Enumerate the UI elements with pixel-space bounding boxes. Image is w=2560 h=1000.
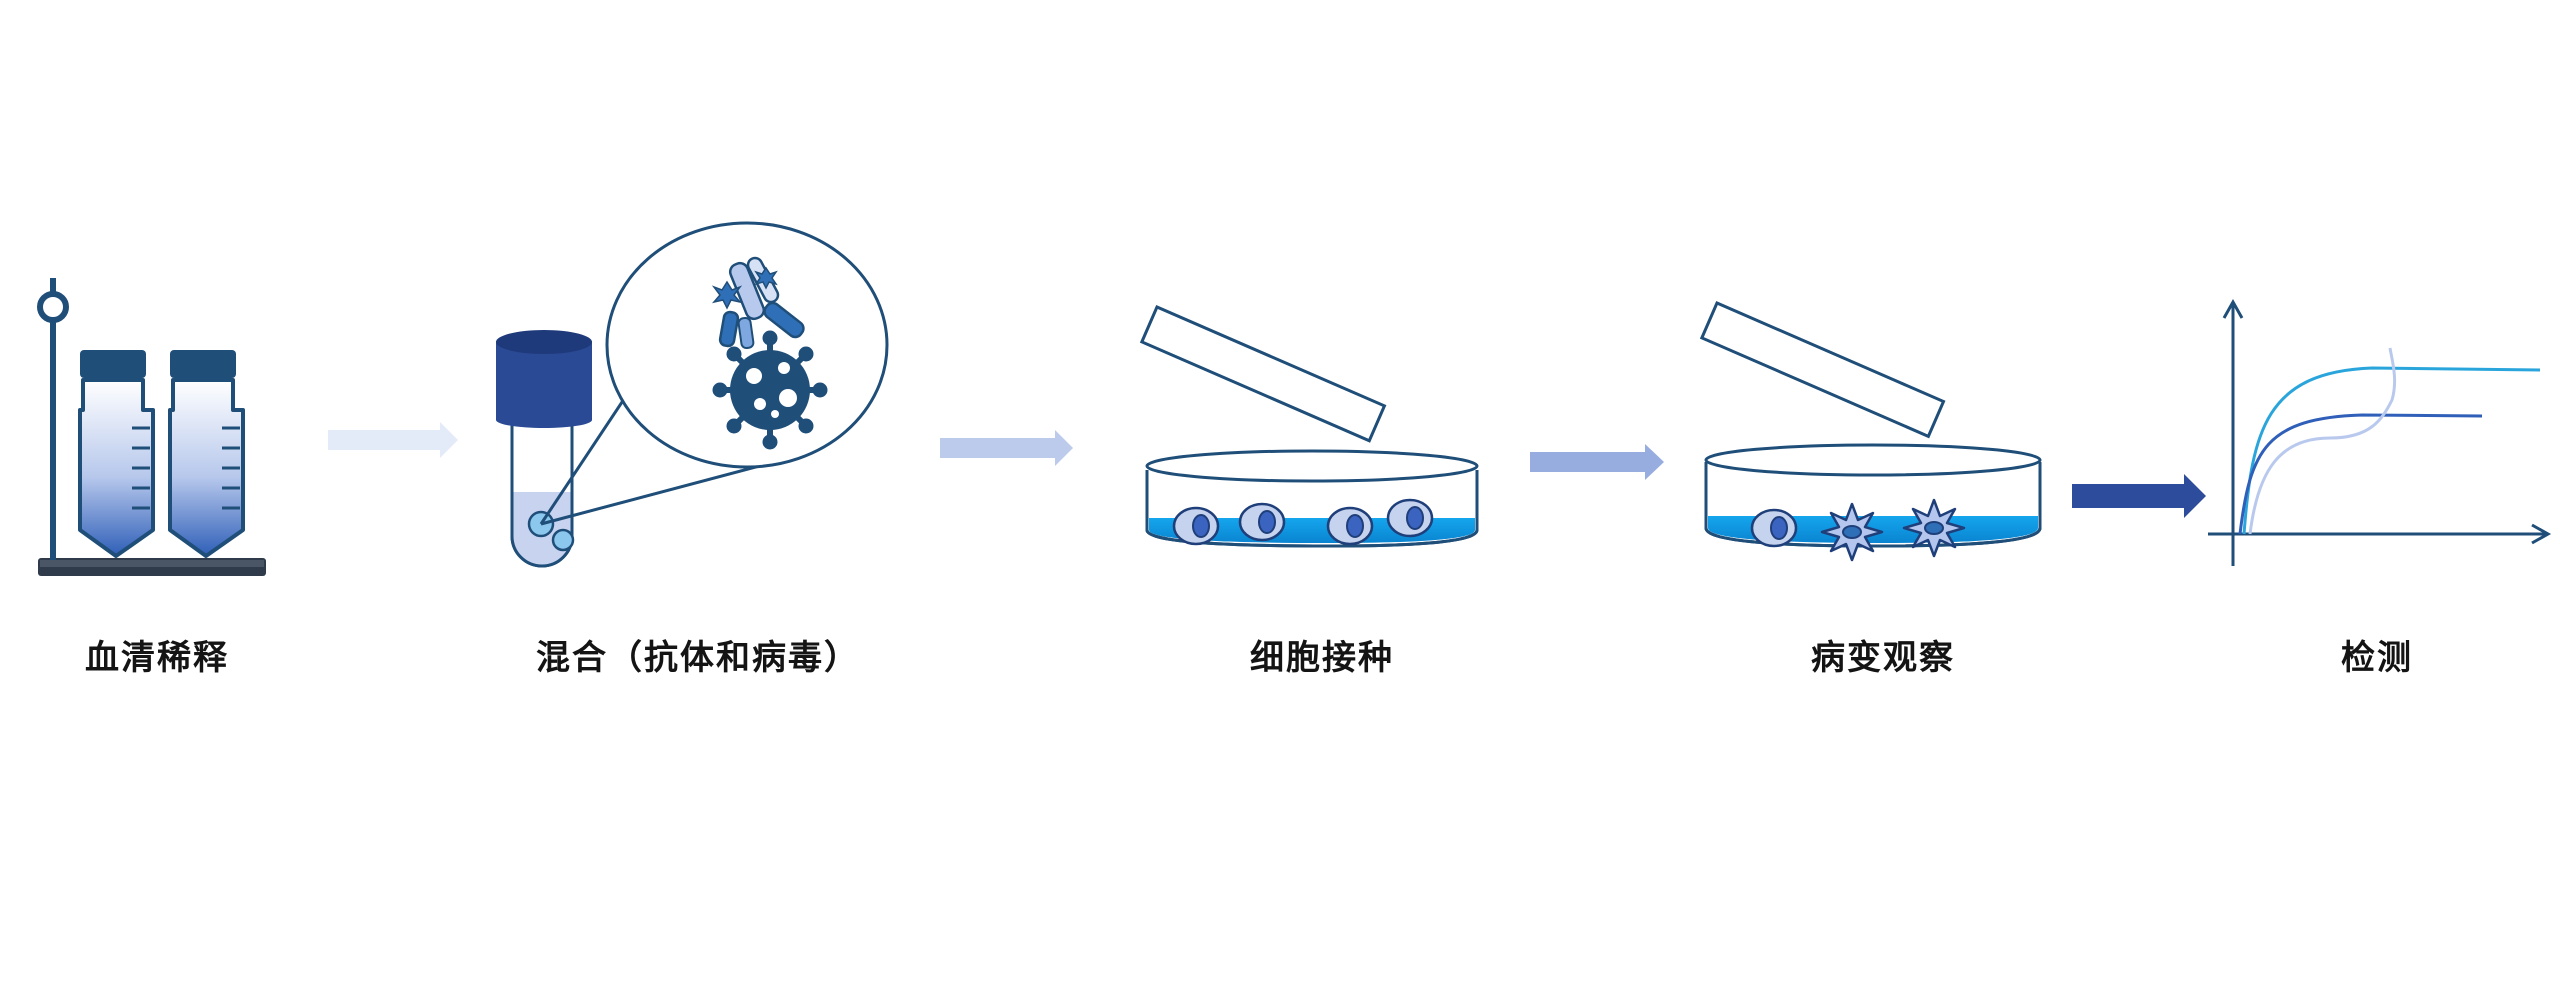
virus-icon xyxy=(712,330,828,450)
step-label-cell-inoculation: 细胞接种 xyxy=(1250,638,1394,678)
growth-curve-graph-icon xyxy=(2208,298,2552,566)
test-tube-with-virus-antibody-icon xyxy=(496,221,889,568)
arrow-right-icon xyxy=(940,430,1073,466)
petri-dish-with-infected-cells-icon xyxy=(1699,301,2042,562)
arrow-right-icon xyxy=(2072,474,2206,518)
step-label-cpe-observation: 病变观察 xyxy=(1811,638,1955,678)
serum-tubes-on-rack-icon xyxy=(37,278,266,576)
step-label-detection: 检测 xyxy=(2341,638,2413,678)
antibody-icon xyxy=(711,256,805,350)
step-label-mixing: 混合（抗体和病毒） xyxy=(536,638,860,678)
arrow-right-icon xyxy=(328,422,458,458)
step-label-serum-dilution: 血清稀释 xyxy=(85,638,229,678)
petri-dish-with-cells-icon xyxy=(1139,305,1479,548)
arrow-right-icon xyxy=(1530,444,1664,480)
